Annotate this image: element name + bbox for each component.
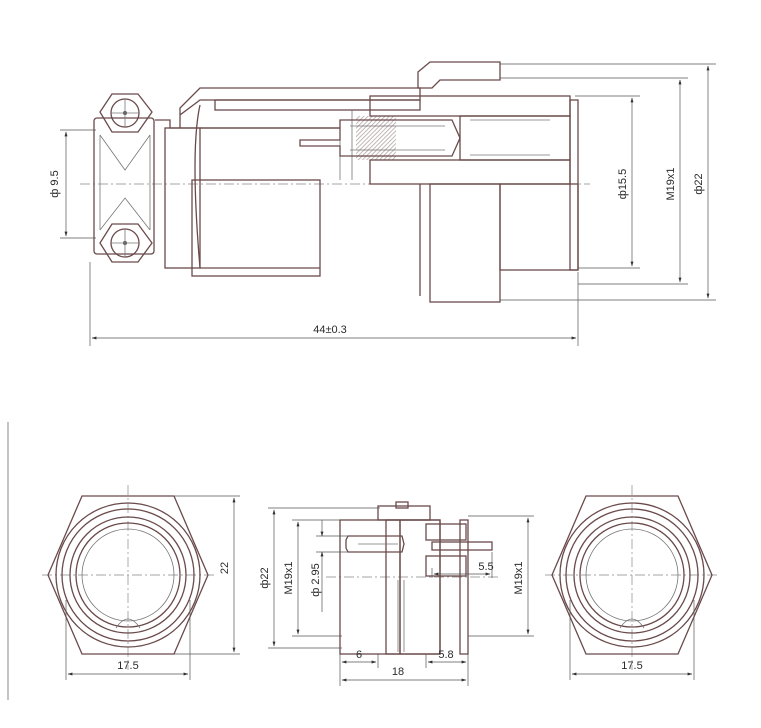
mid-pin-5-5-label: 5.5 <box>478 561 493 573</box>
length-44-label: 44±0.3 <box>313 324 347 336</box>
dia-9-5-label: ф 9.5 <box>49 170 61 197</box>
dim-dia-22: ф22 <box>500 63 716 301</box>
contact-pin <box>299 116 461 160</box>
upper-bolt-head-icon <box>99 93 153 133</box>
dim-dia-15-5: ф15.5 <box>575 95 640 269</box>
dim-dia-9-5: ф 9.5 <box>49 129 96 239</box>
mid-len-5-8-label: 5.8 <box>438 649 453 661</box>
mid-thread-left-label: M19x1 <box>283 561 295 594</box>
right-width-label: 17.5 <box>621 660 642 672</box>
dim-length-44: 44±0.3 <box>89 262 579 346</box>
mid-thread-right-label: M19x1 <box>513 561 525 594</box>
left-height-label: 22 <box>219 562 231 574</box>
front-coupling-nut <box>369 61 579 303</box>
dia-15-5-label: ф15.5 <box>617 169 629 199</box>
middle-side-view: ф22 M19x1 ф 2.95 5.5 M19x1 6 5.8 18 <box>259 501 534 686</box>
thread-m19-label: M19x1 <box>665 167 677 200</box>
left-width-label: 17.5 <box>117 660 138 672</box>
front-knurl-grip <box>429 183 501 303</box>
dia-22-label: ф22 <box>693 173 705 194</box>
left-end-view: 22 17.5 <box>42 485 240 680</box>
main-side-view: ф 9.5 <box>49 61 716 346</box>
mid-len-18-label: 18 <box>392 666 404 678</box>
dim-thread-m19: M19x1 <box>500 77 688 285</box>
mid-len-6-label: 6 <box>356 649 362 661</box>
right-end-view: 17.5 <box>545 485 720 680</box>
rear-knurl-grip <box>191 179 321 277</box>
cable-clamp <box>93 93 155 263</box>
lower-bolt-head-icon <box>99 223 153 263</box>
mid-dia-2-95-label: ф 2.95 <box>310 563 322 597</box>
mid-dia-22-label: ф22 <box>259 567 271 588</box>
